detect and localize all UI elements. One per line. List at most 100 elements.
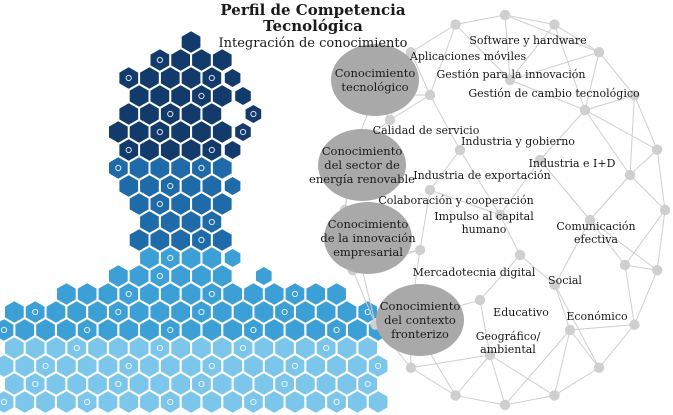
network-link (554, 367, 600, 396)
hexagon-cell-171 (192, 373, 211, 395)
hexagon-cell-155 (244, 355, 263, 377)
network-dot (629, 90, 640, 101)
network-dot (651, 144, 663, 155)
hexagon-cell-55 (181, 211, 201, 233)
network-link (455, 14, 506, 26)
network-dot (579, 104, 591, 116)
hexagon-cell-62 (140, 247, 159, 269)
network-link (539, 159, 591, 221)
knowledge-node-label: Conocimiento (322, 144, 403, 158)
hexagon-cell-94 (129, 301, 149, 323)
hexagon-cell-85 (285, 283, 305, 305)
hexagon-cell-27 (192, 121, 211, 143)
hexagon-cell-18 (140, 103, 159, 125)
hexagon-cell-28 (212, 121, 232, 143)
hexagon-cell-83 (244, 283, 263, 305)
hexagon-cell-117 (223, 319, 242, 341)
hexagon-cell-172 (212, 373, 232, 395)
tech-glyph-icon (156, 200, 163, 208)
network-dot (454, 144, 466, 156)
network-link (598, 51, 635, 96)
network-link (633, 95, 658, 150)
topic-label-comunic: Comunicación (556, 220, 635, 233)
tech-glyph-icon (167, 110, 174, 118)
hexagon-cell-186 (119, 391, 139, 413)
topic-label-software: Software y hardware (469, 34, 586, 47)
network-link (410, 52, 431, 96)
hexagon-cell-150 (140, 355, 159, 377)
network-link (569, 324, 635, 331)
network-link (410, 24, 456, 53)
hexagon-cell-48 (129, 193, 149, 215)
hexagon-cell-3 (192, 49, 211, 71)
head-silhouette-hexagons (0, 31, 388, 413)
tech-glyph-icon (115, 380, 122, 388)
network-link (519, 254, 556, 286)
hexagon-cell-5 (119, 67, 139, 89)
hexagon-cell-134 (192, 337, 211, 359)
hexagon-cell-173 (233, 373, 253, 395)
hexagon-cell-147 (77, 355, 97, 377)
topic-label-impulso: humano (462, 223, 507, 236)
hexagon-cell-67 (109, 265, 128, 287)
network-link (459, 149, 501, 216)
hexagon-cell-189 (181, 391, 201, 413)
hexagon-cell-57 (129, 229, 149, 251)
network-dot (405, 362, 417, 373)
tech-glyph-icon (291, 290, 299, 298)
hexagon-cell-15 (212, 85, 232, 107)
tech-glyph-icon (333, 326, 340, 334)
network-dot (474, 294, 486, 306)
hexagon-cell-163 (25, 373, 45, 395)
hexagon-cell-112 (119, 319, 139, 341)
knowledge-node-label: del sector de (324, 158, 400, 172)
hexagon-cell-174 (254, 373, 274, 395)
hexagon-cell-12 (150, 85, 170, 107)
tech-glyph-icon (198, 236, 205, 244)
hexagon-cell-115 (181, 319, 201, 341)
network-dot (414, 244, 426, 256)
network-link (554, 284, 571, 331)
network-dot (450, 19, 461, 30)
hexagon-cell-86 (306, 283, 326, 305)
tech-glyph-icon (167, 326, 174, 334)
hexagon-cell-19 (160, 103, 180, 125)
hexagon-cell-43 (140, 175, 159, 197)
hexagon-cell-114 (160, 319, 180, 341)
diagram-title-line2: Tecnológica (263, 17, 363, 35)
knowledge-node-label: energía renovable (309, 172, 415, 186)
hexagon-cell-104 (337, 301, 357, 323)
hexagon-cell-157 (285, 355, 305, 377)
hexagon-cell-17 (119, 103, 139, 125)
hexagon-cell-108 (36, 319, 55, 341)
hexagon-cell-63 (160, 247, 180, 269)
hexagon-cell-184 (77, 391, 97, 413)
knowledge-node-label: de la innovación (320, 231, 416, 245)
tech-glyph-icon (156, 128, 163, 136)
hexagon-cell-132 (150, 337, 170, 359)
network-dot (564, 324, 576, 336)
network-link (479, 254, 521, 301)
network-dot (450, 390, 461, 401)
tech-glyph-icon (281, 308, 288, 316)
knowledge-node-circle (318, 129, 406, 201)
network-link (554, 284, 600, 368)
hexagon-cell-47 (224, 177, 241, 195)
tech-glyph-icon (281, 380, 288, 388)
hexagon-cell-111 (98, 319, 118, 341)
hexagon-cell-101 (275, 301, 294, 323)
hexagon-cell-177 (316, 373, 336, 395)
hexagon-cell-109 (57, 319, 76, 341)
hexagon-cell-70 (171, 265, 190, 287)
hexagon-cell-129 (88, 337, 107, 359)
hexagon-cell-197 (348, 391, 367, 413)
hexagon-cell-50 (171, 193, 190, 215)
hexagon-cell-52 (212, 193, 232, 215)
knowledge-node-label: tecnológico (341, 80, 408, 94)
hexagon-cell-4 (212, 49, 232, 71)
network-dot (424, 89, 436, 101)
hexagon-cell-96 (171, 301, 190, 323)
hexagon-cell-0 (181, 31, 201, 53)
